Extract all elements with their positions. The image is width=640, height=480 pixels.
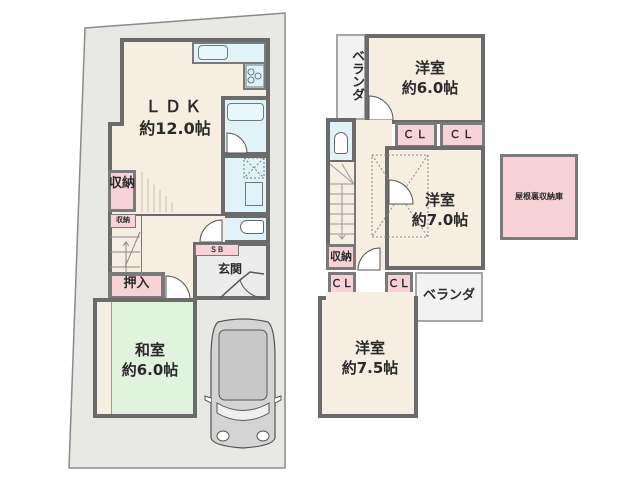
storage-ldk: [108, 170, 136, 212]
shoe-box-label: ＳＢ: [210, 246, 224, 254]
storage-2f-label: 収納: [330, 250, 352, 263]
storage-small-label: 収納: [116, 216, 130, 224]
door-swing-icon: [388, 179, 414, 205]
room-youshitsu-c: [318, 296, 418, 418]
entry-door-icon: [219, 271, 265, 299]
oshiire-label: 押入: [123, 276, 150, 291]
oshiire: [108, 272, 165, 300]
washer-icon: [243, 157, 265, 179]
sink-icon: [198, 45, 228, 60]
ldk-size: 約12.0帖: [139, 119, 211, 138]
wall-patch: [326, 292, 414, 300]
room-youshitsu-b: [385, 146, 485, 270]
youshitsu-b-label: 洋室 約7.0帖: [400, 190, 480, 230]
bathtub-icon: [227, 103, 264, 121]
door-swing-icon: [226, 132, 248, 154]
storage-small: [110, 214, 136, 228]
youshitsu-a-name: 洋室: [414, 59, 445, 77]
shoe-box: [195, 244, 239, 256]
youshitsu-b-size: 約7.0帖: [411, 211, 469, 229]
door-swing-icon: [165, 275, 191, 301]
tokonoma: [97, 302, 112, 414]
door-swing-icon: [199, 219, 223, 243]
toilet-icon: [334, 132, 348, 154]
wall-segment: [108, 122, 124, 126]
washitsu-label: 和室 約6.0帖: [115, 340, 185, 380]
attic-storage: [500, 154, 578, 240]
youshitsu-c-label: 洋室 約7.5帖: [330, 338, 410, 378]
attic-label: 屋根裏収納庫: [515, 192, 563, 201]
door-swing-icon: [357, 247, 381, 271]
closet-2-label: ＣＬ: [449, 128, 476, 141]
stairs-lines: [329, 163, 355, 240]
youshitsu-a-label: 洋室 約6.0帖: [395, 58, 465, 98]
storage-ldk-label: 収納: [108, 176, 136, 191]
car-icon: [204, 318, 282, 449]
closet-1-label: ＣＬ: [403, 128, 429, 141]
ldk-label: ＬＤＫ 約12.0帖: [130, 96, 220, 140]
youshitsu-c-name: 洋室: [354, 339, 385, 357]
stairs-lines: [141, 172, 173, 212]
washitsu-size: 約6.0帖: [121, 361, 179, 379]
storage-2f: [326, 244, 356, 270]
youshitsu-a-size: 約6.0帖: [401, 79, 459, 97]
genkan-label: 玄関: [217, 262, 242, 276]
washitsu-name: 和室: [134, 341, 165, 359]
closet-3-label: ＣＬ: [331, 277, 353, 290]
youshitsu-c-size: 約7.5帖: [341, 359, 399, 377]
veranda-right: [415, 272, 483, 322]
closet-4-label: ＣＬ: [388, 277, 410, 290]
vanity-icon: [245, 182, 263, 206]
ldk-name: ＬＤＫ: [144, 97, 205, 116]
door-swing-icon: [368, 95, 394, 121]
veranda-right-label: ベランダ: [422, 288, 475, 303]
veranda-top-label: ベランダ: [338, 40, 364, 110]
storage-ldk-text: 収納: [108, 176, 135, 191]
stove-icon: [245, 64, 265, 88]
toilet-icon: [240, 220, 264, 234]
veranda-top-text: ベランダ: [349, 49, 364, 101]
stairs-lines: [110, 231, 141, 282]
youshitsu-b-name: 洋室: [424, 191, 455, 209]
